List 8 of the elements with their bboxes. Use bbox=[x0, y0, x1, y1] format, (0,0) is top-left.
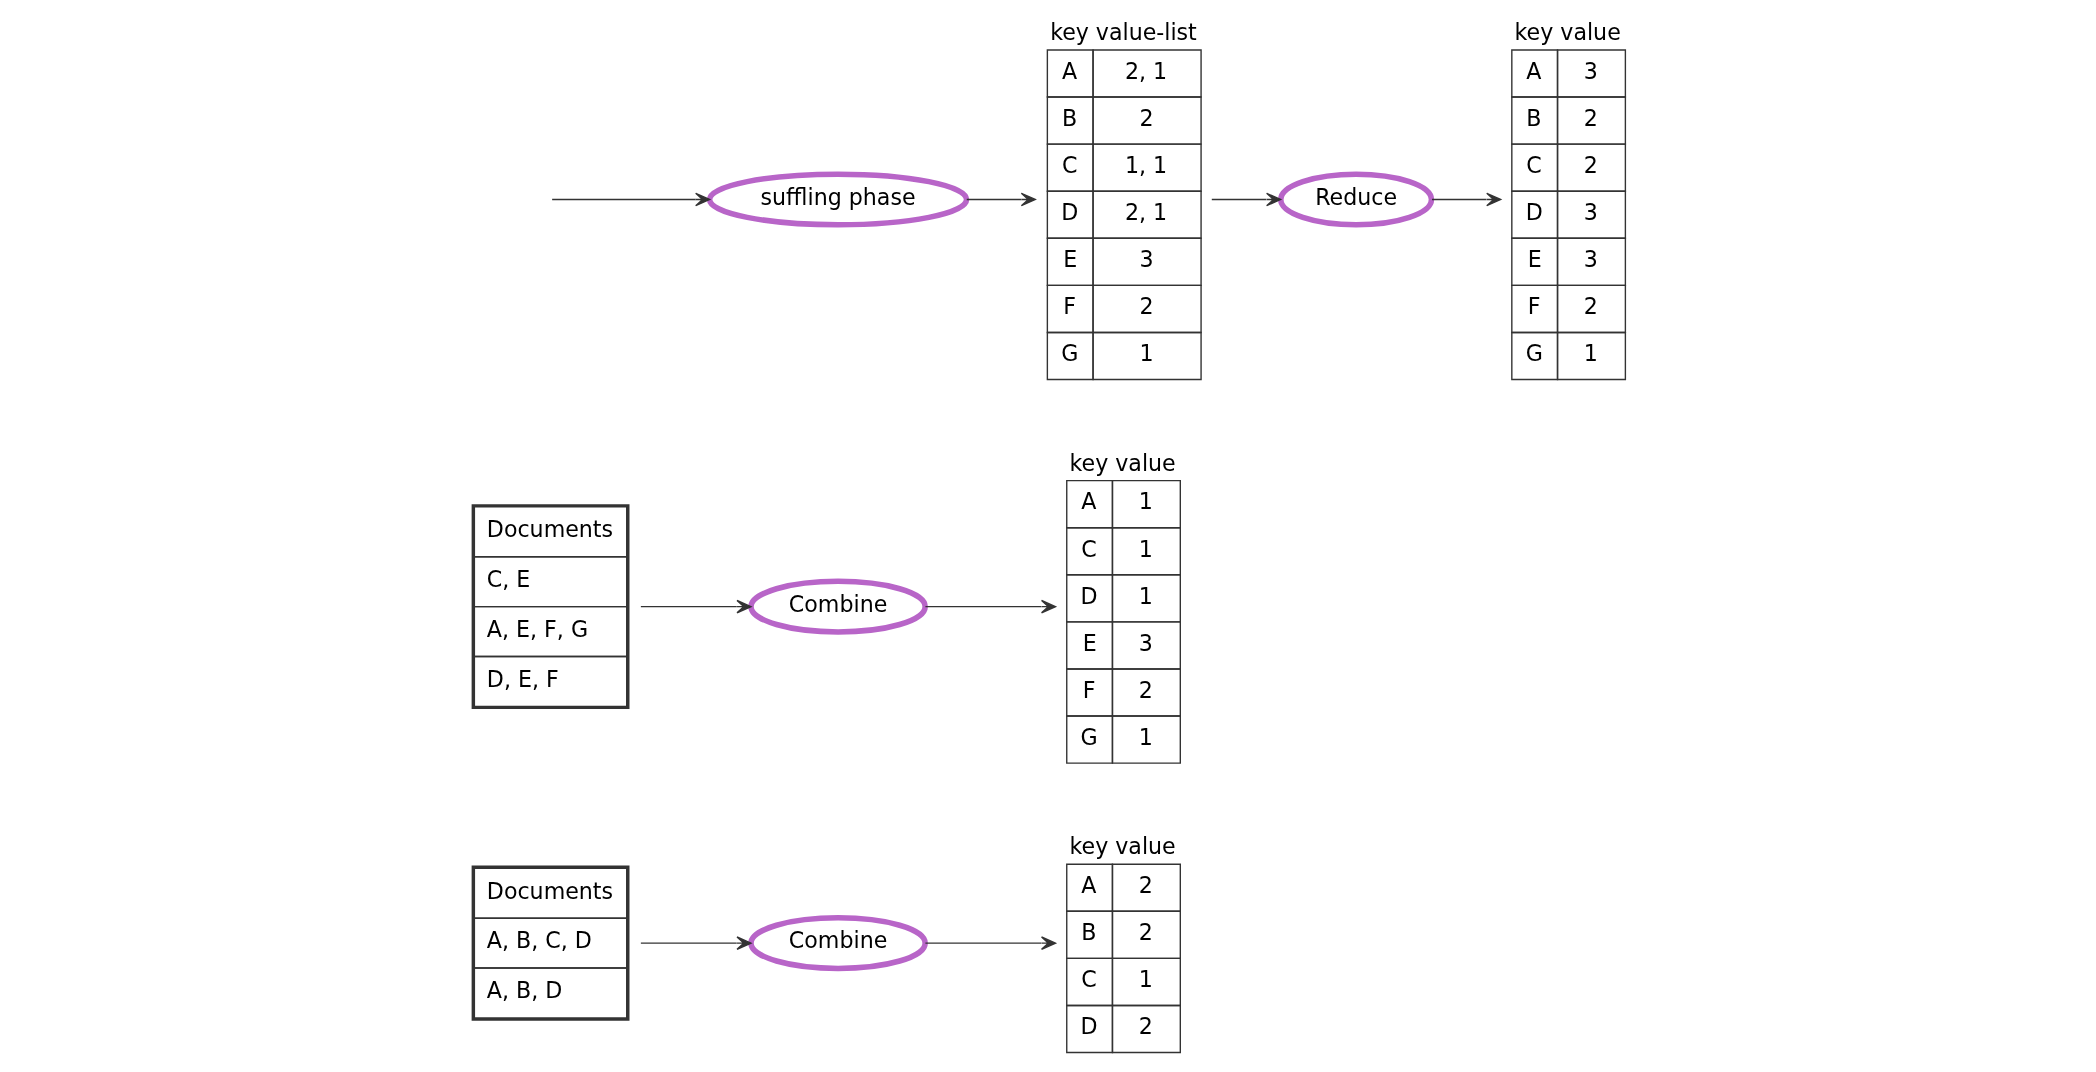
node-label: value bbox=[1114, 449, 1176, 476]
node-label: key bbox=[1069, 449, 1108, 476]
node-label: key bbox=[1514, 18, 1553, 45]
node-label: value-list bbox=[1095, 18, 1197, 45]
node-label: key bbox=[1049, 18, 1089, 45]
node-label: key bbox=[1069, 833, 1108, 860]
node-label: value bbox=[1559, 18, 1621, 45]
node-label: value bbox=[1114, 833, 1176, 860]
